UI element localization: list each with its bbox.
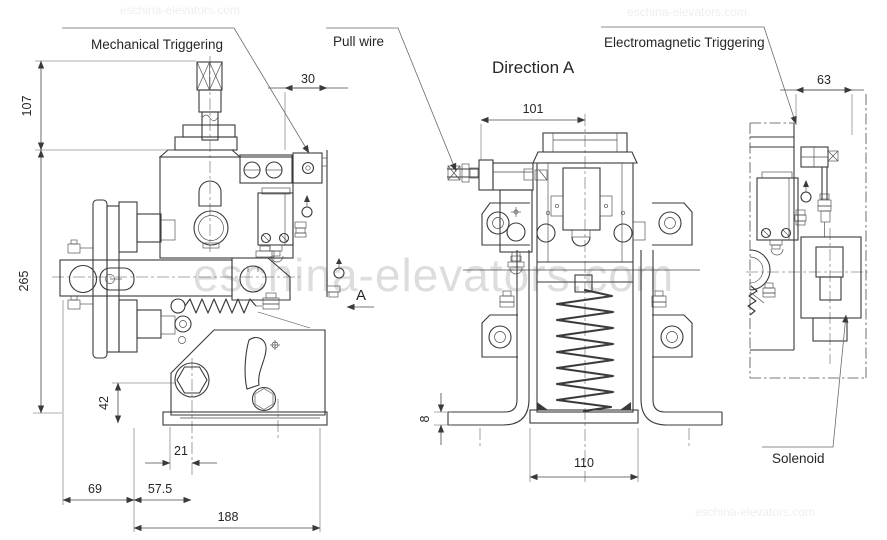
front-view-dimensions: 107 265 30 42 21 69 57.5 188 <box>17 60 348 532</box>
dim-107: 107 <box>20 96 34 117</box>
mounting-feet <box>447 250 723 426</box>
dim-42: 42 <box>97 396 111 410</box>
compression-spring <box>555 288 615 413</box>
side-view <box>447 114 723 482</box>
solenoid-block <box>800 236 862 342</box>
housing-cap <box>158 124 242 158</box>
mechanical-triggering-label: Mechanical Triggering <box>91 37 223 52</box>
dim-69: 69 <box>88 482 102 496</box>
dim-101: 101 <box>523 102 544 116</box>
dim-110: 110 <box>574 456 594 470</box>
solenoid-label: Solenoid <box>772 451 825 466</box>
trigger-shaft <box>196 61 223 141</box>
wedge-plate <box>162 329 328 426</box>
detail-view-dimensions: 63 <box>780 73 864 135</box>
side-body <box>536 162 634 413</box>
dim-265: 265 <box>17 271 31 292</box>
trigger-bracket <box>800 146 839 237</box>
direction-a-label: Direction A <box>492 58 575 77</box>
dim-57-5: 57.5 <box>148 482 172 496</box>
side-nuts <box>499 290 667 308</box>
front-view: A <box>52 56 374 478</box>
detail-view <box>746 94 868 379</box>
side-view-dimensions: 101 110 8 <box>418 102 639 482</box>
section-marker-label: A <box>356 287 366 304</box>
lever-bar <box>59 245 291 310</box>
side-left-block <box>499 189 533 275</box>
center-plunger <box>536 167 646 247</box>
dim-8: 8 <box>418 415 432 422</box>
anchor-plate <box>239 150 328 297</box>
electromagnetic-triggering-label: Electromagnetic Triggering <box>604 35 765 50</box>
section-arrow: A <box>346 287 374 311</box>
watermark-text: eschina-elevators.com <box>627 5 747 19</box>
watermark-text: eschina-elevators.com <box>695 505 815 519</box>
limit-switch-symbols <box>294 195 345 298</box>
partial-cam <box>747 249 776 316</box>
dim-188: 188 <box>218 510 239 524</box>
watermark-faint-top: eschina-elevators.com eschina-elevators.… <box>120 3 815 519</box>
micro-switch <box>756 171 812 256</box>
switch-block <box>257 187 294 263</box>
left-plate-assembly <box>67 199 176 359</box>
main-body <box>159 156 294 259</box>
dim-21: 21 <box>174 444 188 458</box>
lower-ears <box>481 314 693 358</box>
dim-30: 30 <box>301 72 315 86</box>
pull-wire-assembly <box>447 159 548 191</box>
dim-63: 63 <box>817 73 831 87</box>
callouts: Mechanical Triggering Pull wire Electrom… <box>62 26 849 466</box>
bearing-boss <box>193 180 229 249</box>
return-spring <box>170 298 311 344</box>
pull-wire-label: Pull wire <box>333 34 384 49</box>
base-plate <box>529 402 639 424</box>
crossbar <box>537 261 633 293</box>
upper-ears <box>481 202 693 246</box>
watermark-text: eschina-elevators.com <box>120 3 240 17</box>
